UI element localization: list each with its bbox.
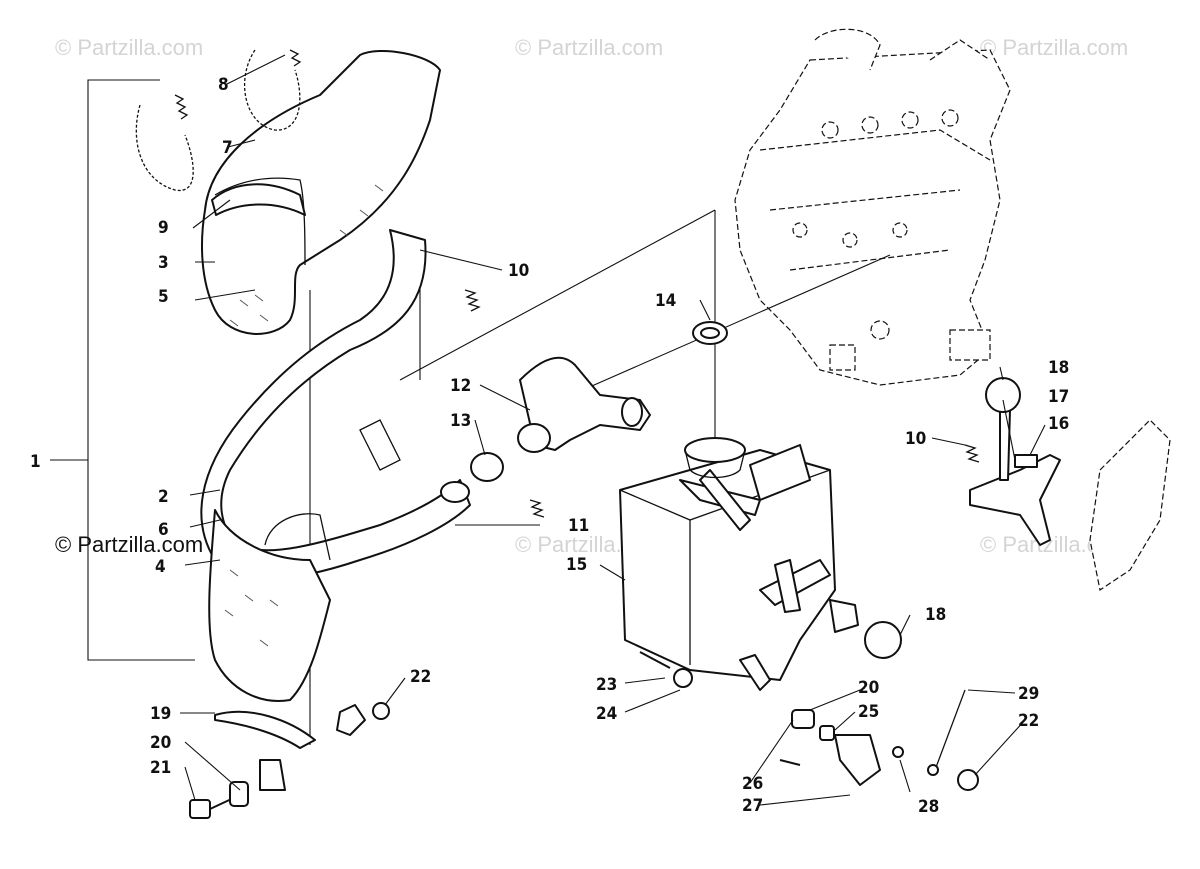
callout-label: 3	[158, 253, 169, 273]
callout-label: 2	[158, 487, 169, 507]
assembly-guide-line	[399, 209, 716, 381]
engine-illustration	[734, 28, 1011, 386]
callout-label: 27	[742, 796, 763, 816]
manifold-gasket	[470, 452, 504, 482]
watermark: © Partzilla.com	[980, 35, 1128, 60]
corner-watermark: © Partzilla.com	[55, 532, 203, 557]
callout-label: 15	[566, 555, 587, 575]
callout-label: 10	[905, 429, 926, 449]
callout-label: 18	[1048, 358, 1069, 378]
engine-cover-plate	[1089, 419, 1171, 591]
callout-label: 13	[450, 411, 471, 431]
callout-label: 26	[742, 774, 763, 794]
callout-label: 8	[218, 75, 229, 95]
rubber-mount	[864, 621, 902, 659]
callout-label: 17	[1048, 387, 1069, 407]
callout-label: 16	[1048, 414, 1069, 434]
exhaust-spring	[464, 289, 481, 312]
callout-label: 22	[410, 667, 431, 687]
exhaust-spring	[964, 444, 980, 463]
callout-label: 5	[158, 287, 169, 307]
callout-label: 20	[150, 733, 171, 753]
muffler-grommet	[692, 321, 728, 345]
callout-label: 25	[858, 702, 879, 722]
callout-label: 7	[222, 138, 233, 158]
callout-label: 29	[1018, 684, 1039, 704]
callout-label: 19	[150, 704, 171, 724]
lower-heat-shield	[208, 509, 331, 749]
upper-heat-shield	[201, 49, 441, 335]
callout-leaders	[180, 54, 1046, 806]
callout-label: 24	[596, 704, 617, 724]
exhaust-manifold	[517, 356, 651, 453]
callout-label: 4	[155, 557, 166, 577]
exhaust-spring	[529, 499, 545, 518]
callout-label: 12	[450, 376, 471, 396]
watermark: © Partzilla.com	[55, 35, 203, 60]
callout-label: 23	[596, 675, 617, 695]
exhaust-chain-clamps	[135, 49, 302, 191]
mounting-hardware	[189, 651, 979, 819]
muffler	[619, 437, 859, 691]
callout-label: 1	[30, 452, 41, 472]
callout-label: 14	[655, 291, 676, 311]
callout-label: 22	[1018, 711, 1039, 731]
callout-label: 11	[568, 516, 589, 536]
callout-label: 9	[158, 218, 169, 238]
muffler-mount-bracket	[969, 377, 1061, 546]
callout-label: 10	[508, 261, 529, 281]
callout-label: 18	[925, 605, 946, 625]
callout-label: 28	[918, 797, 939, 817]
callout-label: 6	[158, 520, 169, 540]
callout-labels: 1 2 3 4 5 6 7 8 9 10 10 11 12 13 14 15 1…	[30, 75, 1069, 817]
callout-label: 20	[858, 678, 879, 698]
watermark: © Partzilla.com	[515, 35, 663, 60]
callout-label: 21	[150, 758, 171, 778]
assembly-bracket	[87, 79, 195, 661]
